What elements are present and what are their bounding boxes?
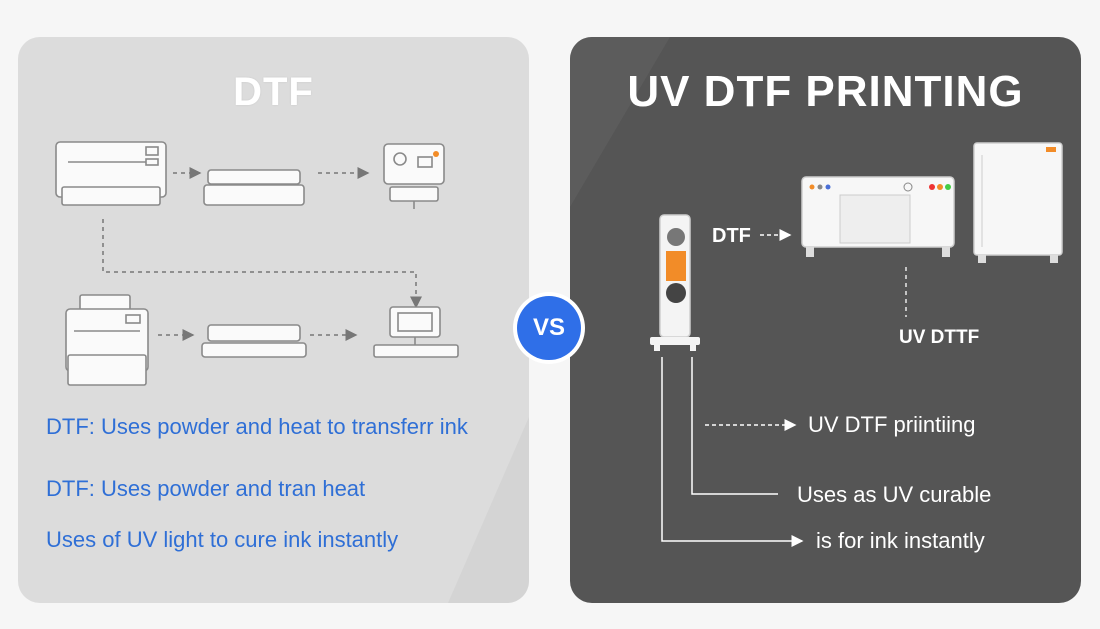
dtf-title: DTF: [233, 70, 314, 114]
heat-platen-icon: [201, 324, 307, 358]
cabinet-icon: [973, 142, 1063, 263]
heat-press-2-icon: [373, 306, 459, 358]
uv-dtf-diagram: [570, 37, 1063, 547]
uv-dtf-label: UV DTTF: [899, 327, 980, 348]
dtf-printer-icon: [55, 141, 167, 206]
uv-dtf-printer-icon: [801, 176, 955, 257]
connector-lines: [102, 219, 422, 309]
dtf-label: DTF: [712, 225, 751, 247]
callout-1: UV DTF priintiing: [808, 412, 976, 437]
uv-dtf-title: UV DTF PRINTING: [627, 67, 1024, 116]
callout-2: Uses as UV curable: [797, 482, 992, 507]
uv-lamp-tower-icon: [650, 214, 700, 351]
dtf-printer-2-icon: [65, 294, 149, 386]
callout-3: is for ink instantly: [816, 528, 985, 553]
dtf-description-1: DTF: Uses powder and heat to transferr i…: [46, 414, 468, 439]
dtf-description-3: Uses of UV light to cure ink instantly: [46, 527, 399, 552]
dtf-description-2: DTF: Uses powder and tran heat: [46, 476, 366, 501]
dtf-panel: DTF DTF: Uses powder and heat to transfe…: [18, 37, 529, 603]
heat-press-icon: [203, 169, 305, 206]
callout-line-2: [691, 357, 778, 495]
control-unit-icon: [383, 143, 445, 209]
uv-dtf-panel: UV DTF PRINTING DTF UV DTTF UV DTF priin…: [570, 37, 1081, 603]
vs-badge: VS: [517, 296, 581, 360]
dtf-process-diagram: [55, 141, 529, 603]
callout-arrow-3: [661, 357, 804, 547]
status-light-icon: [433, 151, 439, 157]
